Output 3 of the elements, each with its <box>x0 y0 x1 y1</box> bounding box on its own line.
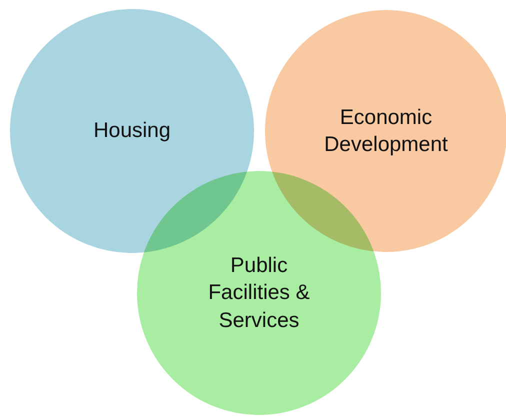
circle-label: Economic Development <box>323 104 449 158</box>
circle-label: Public Facilities & Services <box>207 253 311 334</box>
circle-label: Housing <box>93 118 171 144</box>
